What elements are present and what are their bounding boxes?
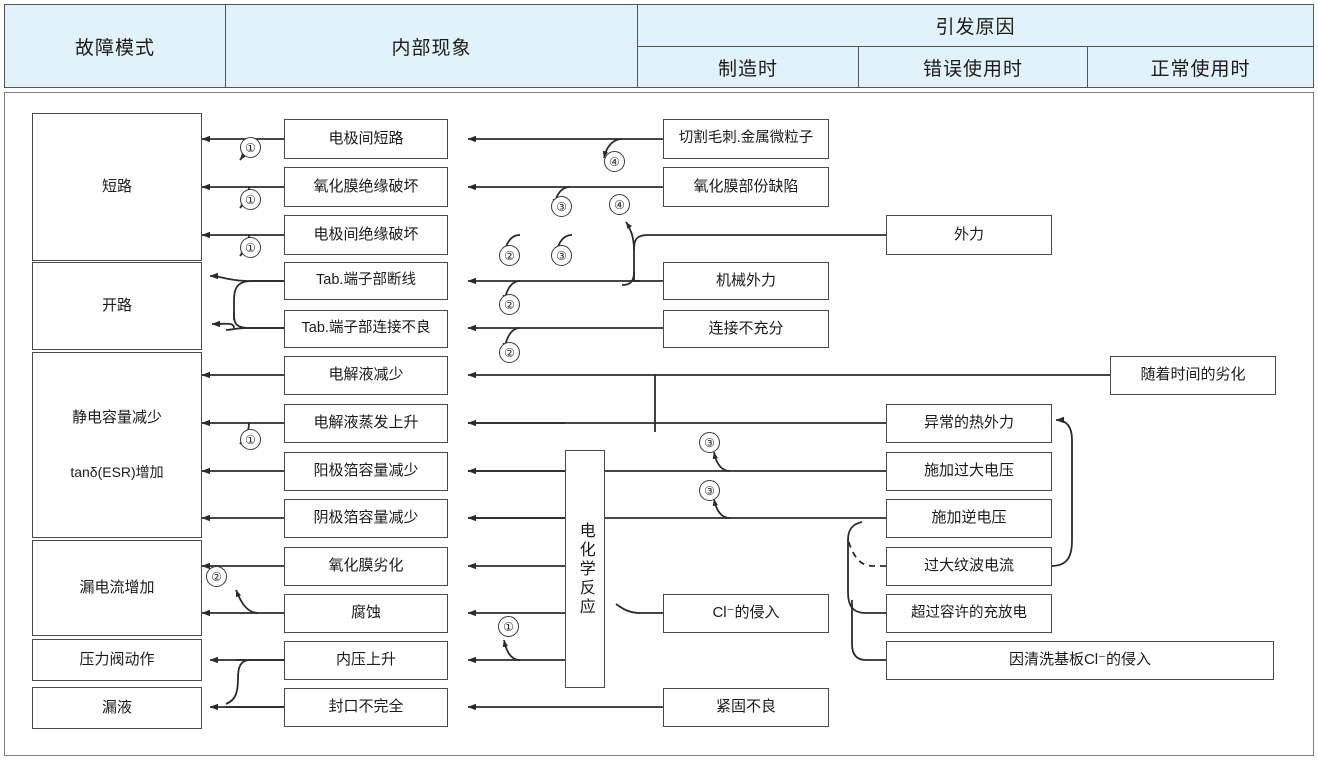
cause-label: 异常的热外力 <box>923 414 1014 432</box>
internal-phenomenon-box[interactable]: 氧化膜劣化 <box>284 547 448 586</box>
cause-label: 外力 <box>953 225 984 243</box>
internal-phenomenon-box[interactable]: 腐蚀 <box>284 594 448 633</box>
step-marker: ③ <box>699 432 720 453</box>
step-marker: ① <box>498 616 519 637</box>
header-cause-normal: 正常使用时 <box>1087 46 1314 88</box>
internal-phenomenon-box[interactable]: Tab.端子部连接不良 <box>284 310 448 348</box>
cause-manufacturing-box[interactable]: Cl⁻的侵入 <box>663 594 829 633</box>
cause-label: 过大纹波电流 <box>923 557 1014 575</box>
step-marker: ① <box>240 189 261 210</box>
cause-misuse-box[interactable]: 过大纹波电流 <box>886 547 1052 586</box>
internal-phenomenon-label: 氧化膜绝缘破坏 <box>313 177 419 195</box>
header-cause-manufacturing: 制造时 <box>637 46 859 88</box>
cause-misuse-box-wide[interactable]: 因清洗基板Cl⁻的侵入 <box>886 641 1274 680</box>
step-marker: ② <box>499 245 520 266</box>
failure-mode-capacitance-drop[interactable]: 静电容量减少 tanδ(ESR)增加 <box>32 352 202 538</box>
step-marker: ① <box>240 429 261 450</box>
internal-phenomenon-label: 内压上升 <box>335 651 396 669</box>
electrochemical-reaction-box[interactable]: 电化学反应 <box>565 450 605 688</box>
internal-phenomenon-label: Tab.端子部断线 <box>316 272 416 289</box>
header-failure-mode: 故障模式 <box>4 4 226 88</box>
step-marker: ③ <box>699 480 720 501</box>
header-causes: 引发原因 <box>637 4 1314 47</box>
cause-manufacturing-box[interactable]: 机械外力 <box>663 262 829 300</box>
cause-manufacturing-box[interactable]: 氧化膜部份缺陷 <box>663 167 829 207</box>
header-internal-phenomena: 内部现象 <box>225 4 638 88</box>
header-cause-misuse: 错误使用时 <box>858 46 1088 88</box>
step-marker: ④ <box>609 194 630 215</box>
failure-mode-leakage-current[interactable]: 漏电流增加 <box>32 540 202 636</box>
internal-phenomenon-box[interactable]: 电解液减少 <box>284 356 448 395</box>
header-failure-mode-label: 故障模式 <box>74 37 155 59</box>
internal-phenomenon-box[interactable]: 电极间绝缘破坏 <box>284 215 448 255</box>
failure-mode-label: 漏电流增加 <box>79 578 155 596</box>
cause-label: 连接不充分 <box>708 319 784 337</box>
cause-label: 机械外力 <box>715 271 776 289</box>
internal-phenomenon-box[interactable]: 内压上升 <box>284 641 448 680</box>
internal-phenomenon-label: 腐蚀 <box>350 604 381 622</box>
internal-phenomenon-box[interactable]: 阳极箔容量减少 <box>284 452 448 491</box>
cause-manufacturing-box[interactable]: 连接不充分 <box>663 310 829 348</box>
step-marker: ② <box>499 294 520 315</box>
internal-phenomenon-box[interactable]: 电解液蒸发上升 <box>284 404 448 443</box>
cause-manufacturing-box[interactable]: 切割毛刺.金属微粒子 <box>663 119 829 159</box>
header-internal-phenomena-label: 内部现象 <box>391 37 472 59</box>
internal-phenomenon-label: 电解液蒸发上升 <box>313 414 419 432</box>
cause-label: 超过容许的充放电 <box>911 604 1027 621</box>
failure-mode-label: 短路 <box>101 177 132 195</box>
cause-label: 施加逆电压 <box>931 509 1007 527</box>
internal-phenomenon-label: 氧化膜劣化 <box>328 557 404 575</box>
internal-phenomenon-label: 阴极箔容量减少 <box>313 509 419 527</box>
cause-label: 因清洗基板Cl⁻的侵入 <box>1008 651 1152 669</box>
cause-manufacturing-box[interactable]: 紧固不良 <box>663 688 829 727</box>
failure-mode-short-circuit[interactable]: 短路 <box>32 113 202 261</box>
failure-mode-label: 开路 <box>101 296 132 314</box>
internal-phenomenon-label: 封口不完全 <box>328 698 404 716</box>
cause-label: 施加过大电压 <box>923 462 1014 480</box>
cause-misuse-box[interactable]: 超过容许的充放电 <box>886 594 1052 633</box>
internal-phenomenon-box[interactable]: 氧化膜绝缘破坏 <box>284 167 448 207</box>
header-causes-label: 引发原因 <box>935 17 1016 38</box>
internal-phenomenon-label: 电极间短路 <box>328 129 404 147</box>
step-marker: ① <box>240 137 261 158</box>
cause-label: 随着时间的劣化 <box>1140 366 1246 384</box>
internal-phenomenon-label: 电解液减少 <box>328 366 404 384</box>
failure-mode-pressure-valve[interactable]: 压力阀动作 <box>32 639 202 681</box>
cause-misuse-box[interactable]: 异常的热外力 <box>886 404 1052 443</box>
step-marker: ② <box>206 566 227 587</box>
internal-phenomenon-label: 阳极箔容量减少 <box>313 462 419 480</box>
cause-normal-box[interactable]: 随着时间的劣化 <box>1110 356 1276 395</box>
failure-mode-label-line1: 静电容量减少 <box>71 409 162 427</box>
electrochemical-reaction-label: 电化学反应 <box>576 521 594 617</box>
cause-misuse-box[interactable]: 施加逆电压 <box>886 499 1052 538</box>
cause-misuse-box[interactable]: 施加过大电压 <box>886 452 1052 491</box>
header-cause-misuse-label: 错误使用时 <box>922 58 1023 80</box>
step-marker: ① <box>240 237 261 258</box>
internal-phenomenon-box[interactable]: Tab.端子部断线 <box>284 262 448 300</box>
step-marker: ② <box>499 342 520 363</box>
failure-mode-label: 压力阀动作 <box>79 650 155 668</box>
failure-mode-open-circuit[interactable]: 开路 <box>32 262 202 350</box>
failure-mode-liquid-leak[interactable]: 漏液 <box>32 687 202 729</box>
step-marker: ③ <box>551 196 572 217</box>
internal-phenomenon-box[interactable]: 电极间短路 <box>284 119 448 159</box>
step-marker: ③ <box>551 245 572 266</box>
internal-phenomenon-label: Tab.端子部连接不良 <box>301 320 431 337</box>
header-cause-manufacturing-label: 制造时 <box>717 58 778 80</box>
header-cause-normal-label: 正常使用时 <box>1150 58 1251 80</box>
internal-phenomenon-box[interactable]: 阴极箔容量减少 <box>284 499 448 538</box>
internal-phenomenon-label: 电极间绝缘破坏 <box>313 225 419 243</box>
cause-label: Cl⁻的侵入 <box>712 604 780 622</box>
cause-label: 紧固不良 <box>715 698 776 716</box>
cause-label: 氧化膜部份缺陷 <box>693 177 799 195</box>
failure-mode-label: 漏液 <box>101 698 132 716</box>
internal-phenomenon-box[interactable]: 封口不完全 <box>284 688 448 727</box>
step-marker: ④ <box>604 151 625 172</box>
cause-label: 切割毛刺.金属微粒子 <box>678 130 814 147</box>
cause-misuse-box[interactable]: 外力 <box>886 215 1052 255</box>
failure-mode-label-line2: tanδ(ESR)增加 <box>70 463 164 480</box>
